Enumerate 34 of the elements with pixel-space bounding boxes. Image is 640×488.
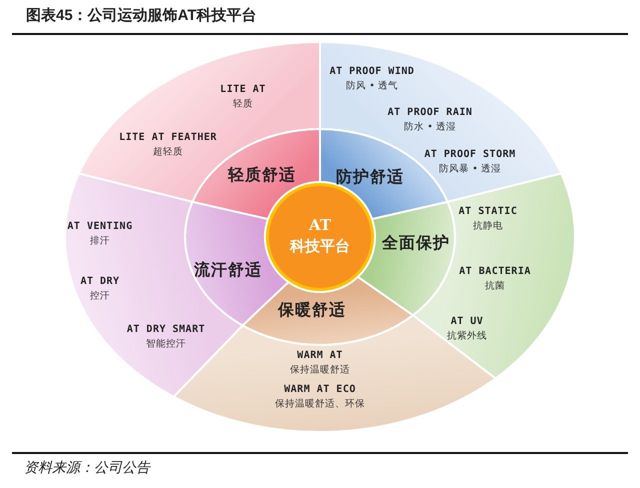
technology-name: LITE AT (220, 85, 266, 95)
technology-name: AT PROOF WIND (330, 67, 414, 77)
technology-name: AT DRY SMART (126, 325, 206, 335)
technology-name: WARM AT ECO (284, 385, 356, 395)
source-note: 资料来源：公司公告 (24, 459, 150, 477)
category-label: 轻质舒适 (228, 167, 296, 183)
technology-description: 智能控汗 (146, 339, 186, 349)
technology-description: 防水 • 透湿 (404, 122, 456, 132)
chart-title: 图表45：公司运动服饰AT科技平台 (26, 6, 257, 25)
technology-description: 防风暴 • 透湿 (439, 164, 501, 174)
technology-description: 保持温暖舒适 (290, 365, 350, 375)
technology-name: AT VENTING (67, 222, 133, 232)
category-label: 保暖舒适 (278, 302, 346, 318)
category-label: 防护舒适 (336, 169, 404, 185)
technology-description: 抗菌 (485, 281, 505, 291)
technology-description: 防风 • 透气 (346, 81, 398, 91)
technology-name: AT STATIC (458, 207, 518, 217)
platform-label: AT 科技平台 (288, 215, 351, 257)
technology-description: 排汗 (90, 236, 110, 246)
technology-description: 抗紫外线 (447, 331, 487, 341)
technology-name: AT DRY (80, 277, 120, 287)
technology-name: AT UV (450, 317, 484, 327)
technology-name: LITE AT FEATHER (119, 133, 217, 143)
technology-name: AT BACTERIA (459, 267, 531, 277)
technology-description: 轻质 (233, 99, 253, 109)
technology-name: WARM AT (297, 351, 343, 361)
technology-name: AT PROOF RAIN (388, 108, 472, 118)
technology-description: 超轻质 (153, 147, 183, 157)
category-label: 流汗舒适 (194, 262, 262, 278)
technology-description: 控汗 (90, 291, 110, 301)
technology-description: 保持温暖舒适、环保 (275, 399, 365, 409)
category-label: 全面保护 (382, 235, 450, 251)
technology-name: AT PROOF STORM (424, 150, 516, 160)
technology-description: 抗静电 (473, 221, 503, 231)
